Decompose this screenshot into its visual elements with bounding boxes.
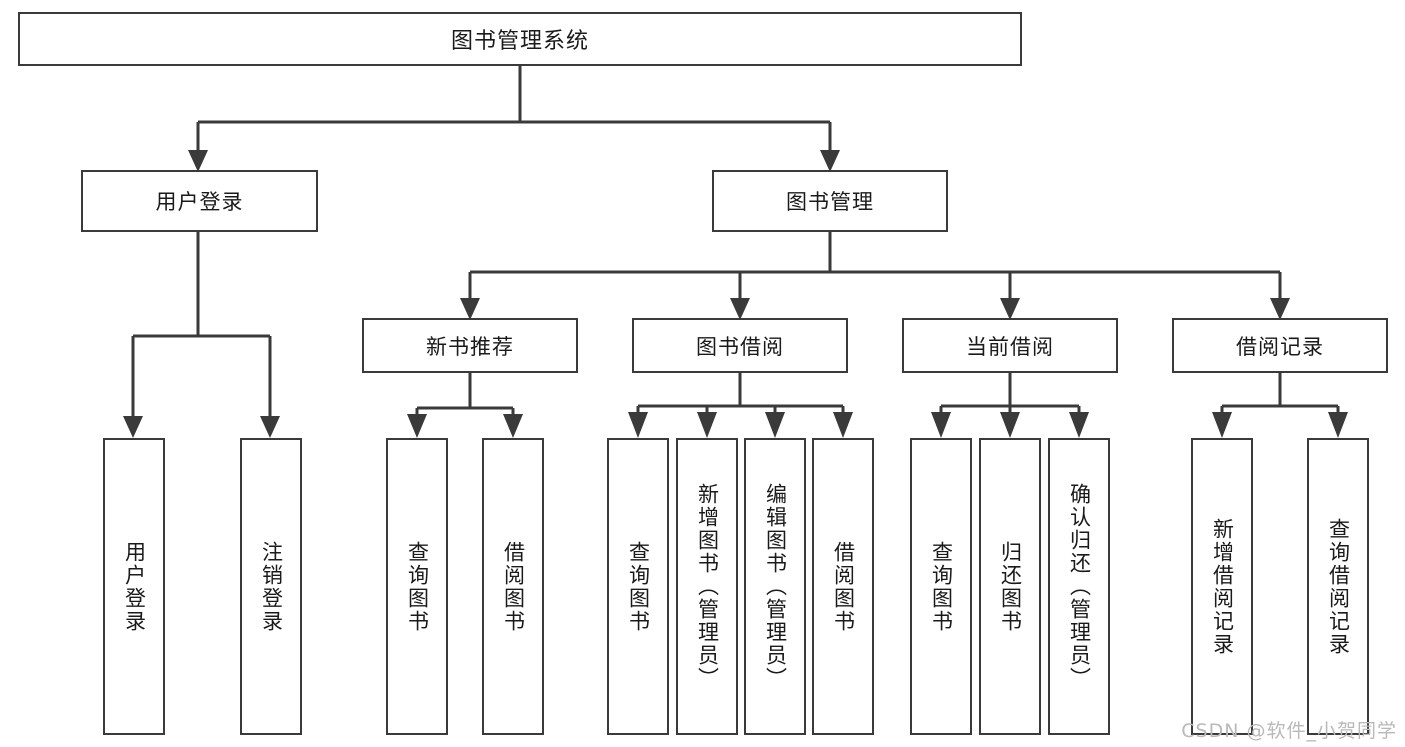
leaf-new-book-borrow[interactable]: 借阅图书	[482, 438, 544, 735]
leaf-book-borrow-add-label: 新增图书（管理员）	[695, 483, 720, 690]
leaf-book-borrow-add[interactable]: 新增图书（管理员）	[676, 438, 738, 735]
leaf-new-book-borrow-label: 借阅图书	[501, 540, 526, 633]
leaf-book-borrow-borrow-label: 借阅图书	[831, 540, 856, 633]
arrowhead-user-leaf2	[260, 416, 280, 438]
leaf-new-book-query-label: 查询图书	[405, 540, 430, 633]
node-book-borrow-label: 图书借阅	[696, 334, 784, 359]
leaf-book-borrow-query-label: 查询图书	[626, 540, 651, 633]
arrowhead-current-leaf1	[931, 412, 951, 438]
leaf-book-borrow-borrow[interactable]: 借阅图书	[812, 438, 874, 735]
arrowhead-record-leaf2	[1328, 412, 1348, 438]
arrowhead-new-leaf1	[407, 414, 427, 438]
node-user-login-label: 用户登录	[155, 190, 244, 214]
node-root-system[interactable]: 图书管理系统	[18, 12, 1022, 66]
node-current-borrow[interactable]: 当前借阅	[902, 318, 1118, 373]
leaf-current-borrow-query[interactable]: 查询图书	[910, 438, 972, 735]
leaf-user-login-logout-label: 注销登录	[259, 540, 284, 633]
arrowhead-bookmgmt-to-new	[460, 298, 480, 320]
leaf-current-borrow-confirm-label: 确认归还（管理员）	[1067, 483, 1092, 690]
node-current-borrow-label: 当前借阅	[966, 334, 1054, 359]
leaf-current-borrow-query-label: 查询图书	[929, 540, 954, 633]
arrowhead-bookmgmt-to-borrow	[730, 298, 750, 320]
leaf-current-borrow-confirm[interactable]: 确认归还（管理员）	[1048, 438, 1110, 735]
arrowhead-borrow-leaf2	[697, 412, 717, 438]
arrowhead-new-leaf2	[503, 414, 523, 438]
leaf-borrow-record-query-label: 查询借阅记录	[1326, 517, 1351, 656]
arrowhead-bookmgmt-to-current	[1000, 298, 1020, 320]
leaf-book-borrow-query[interactable]: 查询图书	[607, 438, 669, 735]
node-book-borrow[interactable]: 图书借阅	[632, 318, 848, 373]
arrowhead-current-leaf3	[1069, 412, 1089, 438]
arrowhead-borrow-leaf3	[765, 412, 785, 438]
arrowhead-borrow-leaf1	[628, 412, 648, 438]
arrowhead-borrow-leaf4	[833, 412, 853, 438]
leaf-current-borrow-return[interactable]: 归还图书	[979, 438, 1041, 735]
leaf-borrow-record-query[interactable]: 查询借阅记录	[1307, 438, 1369, 735]
leaf-user-login-login-label: 用户登录	[122, 540, 147, 633]
leaf-user-login-login[interactable]: 用户登录	[103, 438, 165, 735]
leaf-book-borrow-edit[interactable]: 编辑图书（管理员）	[744, 438, 806, 735]
node-book-management[interactable]: 图书管理	[712, 170, 948, 232]
node-new-book-recommend-label: 新书推荐	[426, 334, 514, 359]
arrowhead-record-leaf1	[1212, 412, 1232, 438]
leaf-book-borrow-edit-label: 编辑图书（管理员）	[763, 483, 788, 690]
arrowhead-root-to-bookmgmt	[820, 150, 840, 172]
leaf-user-login-logout[interactable]: 注销登录	[240, 438, 302, 735]
node-root-label: 图书管理系统	[450, 29, 589, 54]
node-book-management-label: 图书管理	[786, 190, 874, 214]
arrowhead-user-leaf1	[123, 416, 143, 438]
arrowhead-root-to-user	[188, 150, 208, 172]
node-borrow-record-label: 借阅记录	[1236, 334, 1324, 359]
leaf-borrow-record-add[interactable]: 新增借阅记录	[1191, 438, 1253, 735]
leaf-borrow-record-add-label: 新增借阅记录	[1210, 517, 1235, 656]
node-user-login[interactable]: 用户登录	[81, 170, 318, 232]
leaf-new-book-query[interactable]: 查询图书	[386, 438, 448, 735]
leaf-current-borrow-return-label: 归还图书	[998, 540, 1023, 633]
node-borrow-record[interactable]: 借阅记录	[1172, 318, 1388, 373]
node-new-book-recommend[interactable]: 新书推荐	[362, 318, 578, 373]
arrowhead-current-leaf2	[1000, 412, 1020, 438]
arrowhead-bookmgmt-to-record	[1270, 298, 1290, 320]
